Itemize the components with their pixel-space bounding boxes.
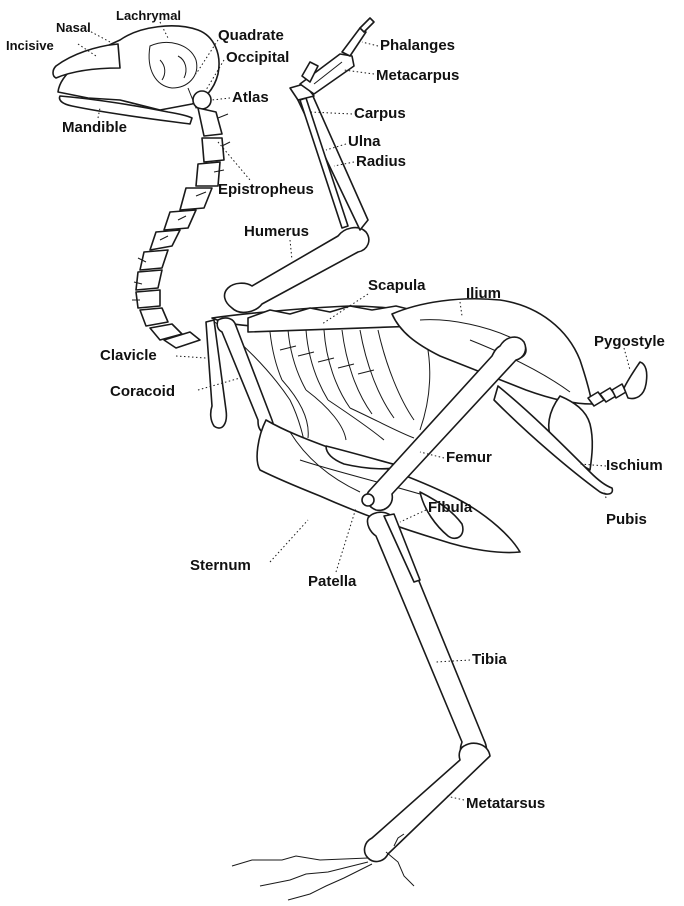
label-radius: Radius <box>356 153 406 170</box>
label-patella: Patella <box>308 573 357 590</box>
label-ulna: Ulna <box>348 133 381 150</box>
label-femur: Femur <box>446 449 492 466</box>
label-coracoid: Coracoid <box>110 383 175 400</box>
label-occipital: Occipital <box>226 49 289 66</box>
label-pubis: Pubis <box>606 511 647 528</box>
femur-shape <box>367 337 526 510</box>
label-ischium: Ischium <box>606 457 663 474</box>
tibia-shape <box>367 512 486 764</box>
cervical-vertebrae <box>132 108 230 348</box>
label-metacarpus: Metacarpus <box>376 67 459 84</box>
label-pygostyle: Pygostyle <box>594 333 665 350</box>
label-quadrate: Quadrate <box>218 27 284 44</box>
label-clavicle: Clavicle <box>100 347 157 364</box>
patella-shape <box>362 494 374 506</box>
label-epistropheus: Epistropheus <box>218 181 314 198</box>
skull <box>53 26 219 124</box>
label-scapula: Scapula <box>368 277 426 294</box>
label-ilium: Ilium <box>466 285 501 302</box>
label-fibula: Fibula <box>428 499 473 516</box>
atlas-shape <box>193 91 211 109</box>
label-lachrymal: Lachrymal <box>116 8 181 23</box>
label-carpus: Carpus <box>354 105 406 122</box>
label-tibia: Tibia <box>472 651 507 668</box>
label-atlas: Atlas <box>232 89 269 106</box>
label-nasal: Nasal <box>56 20 91 35</box>
shoulder-girdle <box>206 318 273 433</box>
label-phalanges: Phalanges <box>380 37 455 54</box>
humerus-shape <box>225 228 369 313</box>
label-mandible: Mandible <box>62 119 127 136</box>
label-metatarsus: Metatarsus <box>466 795 545 812</box>
label-incisive: Incisive <box>6 38 54 53</box>
ilium-shape <box>392 299 592 404</box>
label-sternum: Sternum <box>190 557 251 574</box>
pygostyle-shape <box>624 362 647 398</box>
label-humerus: Humerus <box>244 223 309 240</box>
